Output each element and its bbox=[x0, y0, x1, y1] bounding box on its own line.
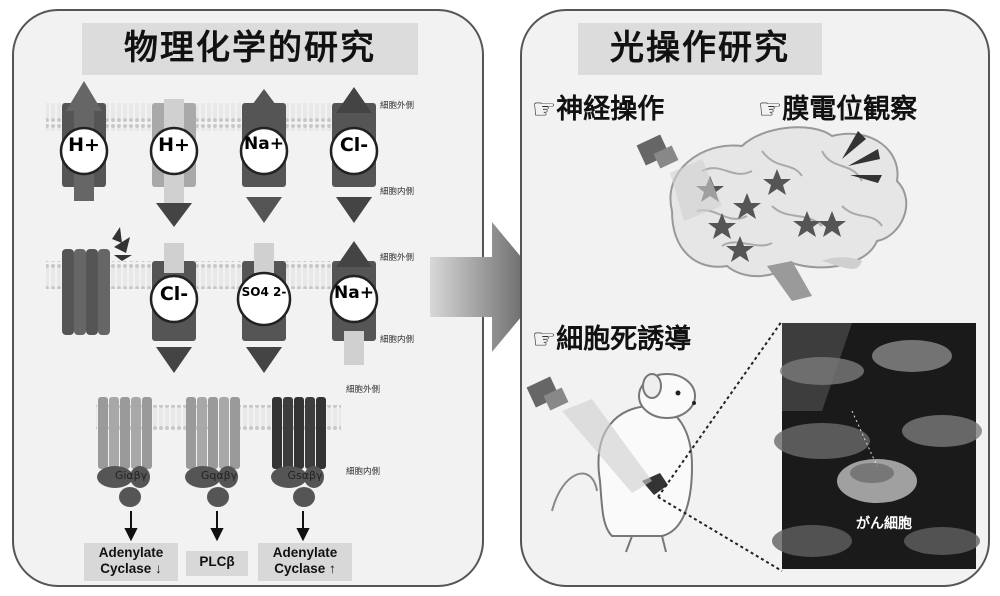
ion-label: H+ bbox=[158, 134, 190, 156]
physicochemical-panel: 物理化学的研究 bbox=[12, 9, 484, 587]
outside-label: 細胞外側 bbox=[380, 253, 415, 263]
sulfate-channel bbox=[236, 243, 292, 373]
result-box-gs: Adenylate Cyclase ↑ bbox=[258, 543, 352, 581]
gpcr-gq bbox=[185, 397, 240, 507]
gprotein-label: Gsαβγ bbox=[287, 469, 323, 482]
membrane-potential-heading: ☞膜電位観察 bbox=[758, 94, 918, 125]
channel-illustrations bbox=[46, 81, 379, 542]
ion-label: Cl- bbox=[159, 283, 189, 305]
ion-label: Na+ bbox=[334, 283, 374, 303]
chloride-pump bbox=[329, 87, 379, 223]
proton-pump-outward bbox=[59, 81, 109, 201]
result-box-gi: Adenylate Cyclase ↓ bbox=[84, 543, 178, 581]
signal-arrows bbox=[124, 511, 310, 542]
gprotein-label: Giαβγ bbox=[114, 469, 148, 482]
ion-label: Na+ bbox=[244, 134, 284, 154]
optogenetics-panel: 光操作研究 ☞神経操作 ☞膜電位観察 ☞細胞死誘導 bbox=[520, 9, 990, 587]
light-source-brain bbox=[636, 134, 722, 221]
sodium-pump bbox=[239, 89, 289, 223]
inside-label: 細胞内側 bbox=[346, 467, 381, 477]
sodium-channel-row2 bbox=[329, 241, 379, 365]
gpcr-gi bbox=[97, 397, 152, 507]
gprotein-label: Gqαβγ bbox=[200, 469, 238, 482]
optogenetics-title: 光操作研究 bbox=[578, 23, 822, 75]
gpcr-gs bbox=[271, 397, 326, 507]
inside-label: 細胞内側 bbox=[380, 187, 415, 197]
ion-label: Cl- bbox=[339, 134, 369, 156]
ion-label: SO4 2- bbox=[241, 285, 287, 299]
result-box-gq: PLCβ bbox=[186, 551, 248, 576]
optogenetics-illustrations bbox=[526, 126, 982, 572]
cancer-cell-label: がん細胞 bbox=[856, 516, 912, 532]
neuro-control-heading: ☞神経操作 bbox=[532, 94, 665, 125]
outside-label: 細胞外側 bbox=[346, 385, 381, 395]
fluorescence-rays bbox=[842, 131, 882, 183]
proton-pump-inward bbox=[149, 99, 199, 227]
light-source-mouse bbox=[526, 376, 652, 493]
channelrhodopsin-bundle bbox=[62, 227, 132, 335]
ion-label: H+ bbox=[68, 134, 100, 156]
cell-death-heading: ☞細胞死誘導 bbox=[532, 324, 692, 355]
chloride-channel-row2 bbox=[149, 243, 199, 373]
physicochemical-title: 物理化学的研究 bbox=[82, 23, 418, 75]
transition-arrow bbox=[430, 222, 546, 352]
outside-label: 細胞外側 bbox=[380, 101, 415, 111]
cancer-cell-image bbox=[772, 323, 982, 569]
inside-label: 細胞内側 bbox=[380, 335, 415, 345]
zoom-line-bottom bbox=[657, 496, 783, 572]
